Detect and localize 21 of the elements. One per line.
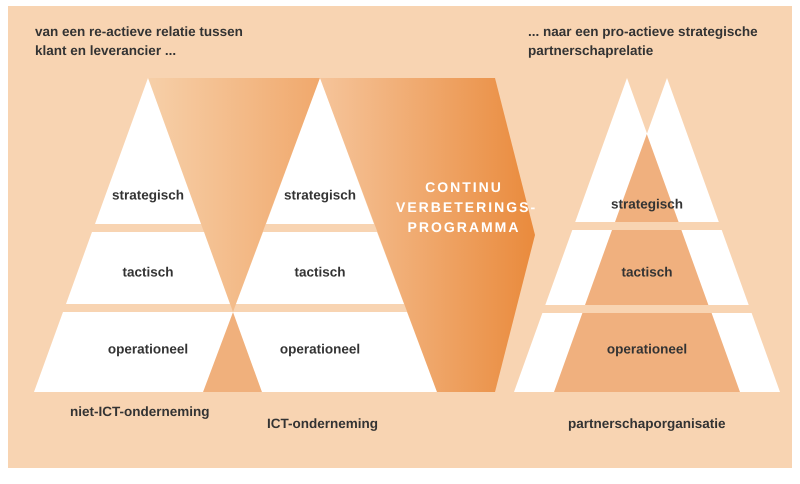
- layer-label: operationeel: [108, 342, 188, 356]
- layer-label: tactisch: [621, 264, 672, 280]
- layer-label: operationeel: [606, 342, 688, 356]
- pyramid-layer: [66, 232, 230, 304]
- heading: ... naar een pro-actieve strategische partnerschaprelatie: [528, 23, 759, 60]
- layer-label: tactisch: [122, 264, 174, 280]
- pyramid-layer: [233, 312, 437, 392]
- pyramid-layer: [554, 313, 740, 392]
- layer-label: strategisch: [112, 188, 184, 202]
- heading: van een re-actieve relatie tussen klant en leverancier ...: [35, 23, 244, 60]
- pyramid-caption: partnerschaporganisatie: [568, 415, 726, 433]
- pyramid-layer: [95, 78, 201, 224]
- pyramid-layer: [266, 78, 374, 224]
- pyramid-layer: [236, 232, 404, 304]
- layer-label: operationeel: [280, 342, 360, 356]
- pyramid-layer: [585, 230, 709, 305]
- pyramid-layer: [34, 312, 233, 392]
- pyramid-caption: ICT-onderneming: [267, 415, 378, 433]
- layer-label: tactisch: [294, 264, 346, 280]
- layer-label: strategisch: [284, 188, 356, 202]
- pyramid-caption: niet-ICT-onderneming: [70, 403, 210, 421]
